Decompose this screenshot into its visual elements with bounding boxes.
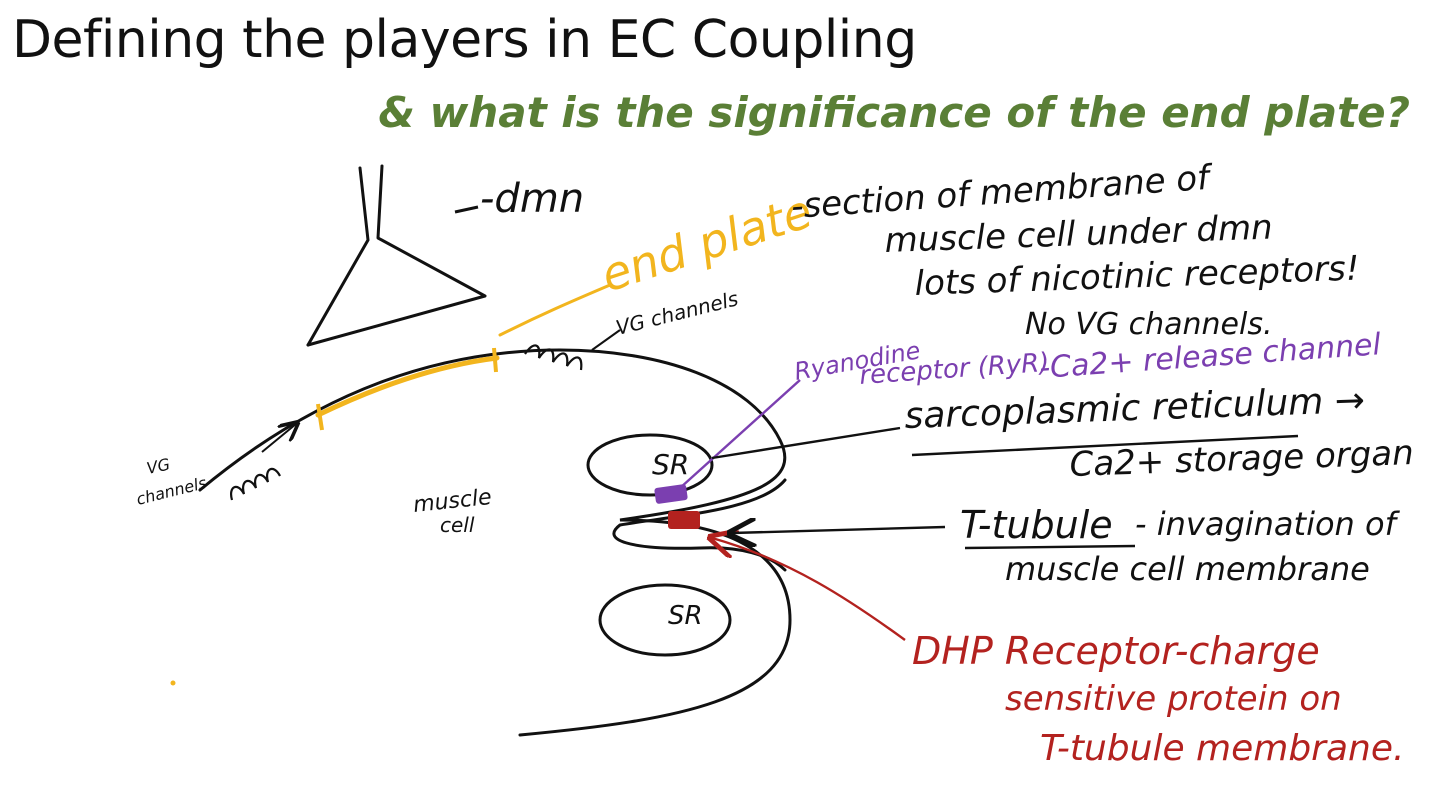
slide-title: Defining the players in EC Coupling — [12, 10, 917, 70]
vg-channels-left-coils — [230, 467, 281, 501]
end-plate-tick-left — [316, 403, 324, 431]
vg-channels-left-label-2: channels — [134, 473, 208, 509]
end-plate-pointer — [498, 283, 612, 337]
dhp-label-line-3: T-tubule membrane. — [1040, 728, 1404, 769]
sr-upper — [586, 433, 714, 497]
t-tubule-underline — [964, 544, 1136, 550]
dmn-label: -dmn — [480, 176, 584, 222]
vg-channels-left-arrow — [261, 424, 296, 453]
stray-dot — [170, 680, 176, 686]
dhp-pointer — [712, 538, 906, 641]
end-plate-label: end plate — [595, 184, 819, 303]
muscle-cell-label-2: cell — [440, 513, 475, 537]
dhp-block — [668, 511, 700, 529]
end-plate-tick-right — [492, 347, 498, 373]
sr-lower — [598, 583, 732, 657]
sr-upper-label: SR — [652, 448, 689, 481]
vg-channels-top-pointer — [591, 329, 621, 351]
vg-channels-left-label-1: VG — [145, 454, 172, 477]
sr-pointer — [711, 426, 901, 460]
ryr-block — [654, 484, 688, 504]
sr-def-line-1: sarcoplasmic reticulum → — [904, 380, 1366, 437]
t-tubule-def-line-1: - invagination of — [1135, 505, 1401, 543]
end-plate-segment — [315, 355, 500, 418]
sr-def-line-2: Ca2+ storage organ — [1069, 433, 1414, 485]
sr-lower-label: SR — [668, 601, 703, 631]
dhp-label-line-2: sensitive protein on — [1005, 679, 1342, 719]
end-plate-def-line-4: No VG channels. — [1025, 307, 1273, 342]
muscle-membrane — [198, 348, 792, 737]
sr-def-underline — [911, 434, 1299, 457]
ryr-pointer — [679, 379, 801, 489]
dmn-dash — [454, 205, 479, 214]
t-tubule-def-line-2: muscle cell membrane — [1005, 550, 1370, 588]
neuron-terminal-right — [306, 164, 487, 347]
t-tubule-label: T-tubule — [960, 503, 1113, 547]
t-tubule-pointer — [732, 527, 946, 533]
dhp-label-line-1: DHP Receptor-charge — [912, 629, 1320, 673]
slide-subtitle: & what is the significance of the end pl… — [378, 88, 1410, 137]
neuron-terminal — [306, 166, 370, 347]
t-tubule — [612, 478, 787, 572]
vg-channels-top-coils — [524, 344, 583, 371]
